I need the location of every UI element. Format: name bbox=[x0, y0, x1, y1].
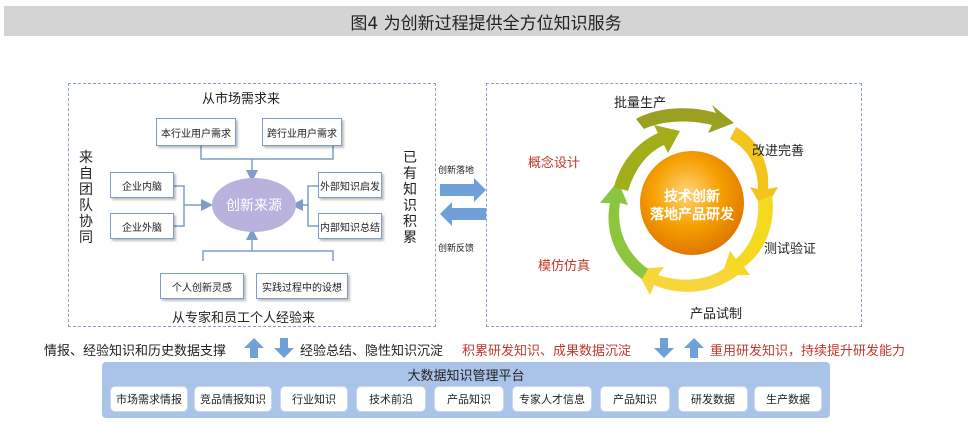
stage-simulation: 模仿仿真 bbox=[538, 259, 591, 274]
rd-core-line2: 落地产品研发 bbox=[650, 207, 734, 223]
platform-item-product-knowledge-2: 产品知识 bbox=[600, 386, 670, 412]
innovation-source-text: 创新来源 bbox=[226, 198, 282, 214]
stage-improve: 改进完善 bbox=[752, 144, 805, 159]
platform-item-product-knowledge: 产品知识 bbox=[434, 386, 504, 412]
seg-batch-arrow bbox=[636, 105, 734, 133]
middle-arrows bbox=[440, 178, 486, 226]
innovation-landing-label: 创新落地 bbox=[438, 166, 475, 176]
seg-improve-arrow bbox=[730, 127, 778, 211]
platform-item-tech-frontier: 技术前沿 bbox=[356, 386, 426, 412]
accumulate-text: 积累研发知识、成果数据沉淀 bbox=[462, 344, 632, 359]
stage-batch-production: 批量生产 bbox=[614, 96, 667, 111]
reuse-text: 重用研发知识，持续提升研发能力 bbox=[710, 344, 906, 359]
internal-summary-box: 内部知识总结 bbox=[318, 213, 382, 239]
innovation-source-panel bbox=[68, 83, 436, 327]
summary-text: 经验总结、隐性知识沉淀 bbox=[300, 344, 444, 359]
seg-test-arrow bbox=[722, 195, 773, 275]
cross-industry-demand-box: 跨行业用户需求 bbox=[262, 118, 342, 146]
seg-sim-arrow bbox=[600, 181, 648, 279]
external-inspiration-box: 外部知识启发 bbox=[318, 172, 382, 198]
industry-user-demand-box: 本行业用户需求 bbox=[156, 118, 236, 146]
existing-knowledge-label: 已有知识积累 bbox=[403, 150, 417, 246]
personal-inspiration-box: 个人创新灵感 bbox=[160, 273, 244, 299]
expert-experience-label: 从专家和员工个人经验来 bbox=[172, 311, 316, 326]
knowledge-platform: 大数据知识管理平台 市场需求情报 竞品情报知识 行业知识 技术前沿 产品知识 专… bbox=[102, 362, 830, 418]
innovation-feedback-label: 创新反馈 bbox=[438, 244, 475, 254]
rd-cycle-diagram bbox=[600, 105, 778, 295]
market-demand-label: 从市场需求来 bbox=[202, 92, 281, 107]
rd-core-label: 技术创新 落地产品研发 bbox=[632, 188, 752, 224]
seg-concept-arrow bbox=[614, 125, 680, 191]
figure-title-bar: 图4 为创新过程提供全方位知识服务 bbox=[4, 6, 968, 36]
stage-trial-production: 产品试制 bbox=[690, 307, 743, 322]
stage-concept-design: 概念设计 bbox=[528, 156, 581, 171]
platform-item-competitor: 竞品情报知识 bbox=[194, 386, 272, 412]
support-text: 情报、经验知识和历史数据支撑 bbox=[44, 344, 227, 359]
platform-title: 大数据知识管理平台 bbox=[407, 369, 525, 384]
seg-trial-arrow bbox=[636, 267, 738, 295]
platform-item-market: 市场需求情报 bbox=[110, 386, 188, 412]
internal-brain-box: 企业内脑 bbox=[110, 172, 174, 198]
figure-title: 图4 为创新过程提供全方位知识服务 bbox=[350, 13, 622, 34]
practice-idea-box: 实践过程中的设想 bbox=[256, 273, 348, 299]
platform-item-industry: 行业知识 bbox=[280, 386, 348, 412]
team-collab-label: 来自团队协同 bbox=[79, 150, 93, 246]
reuse-arrows bbox=[654, 338, 704, 358]
platform-item-expert-talent: 专家人才信息 bbox=[512, 386, 592, 412]
rd-core-line1: 技术创新 bbox=[664, 189, 720, 205]
external-brain-box: 企业外脑 bbox=[110, 213, 174, 239]
product-rd-panel bbox=[486, 83, 862, 327]
support-arrows bbox=[244, 338, 294, 358]
stage-test-verify: 测试验证 bbox=[764, 242, 817, 257]
platform-item-rd-data: 研发数据 bbox=[678, 386, 748, 412]
innovation-source-ellipse: 创新来源 bbox=[212, 178, 296, 232]
platform-item-production-data: 生产数据 bbox=[754, 386, 822, 412]
